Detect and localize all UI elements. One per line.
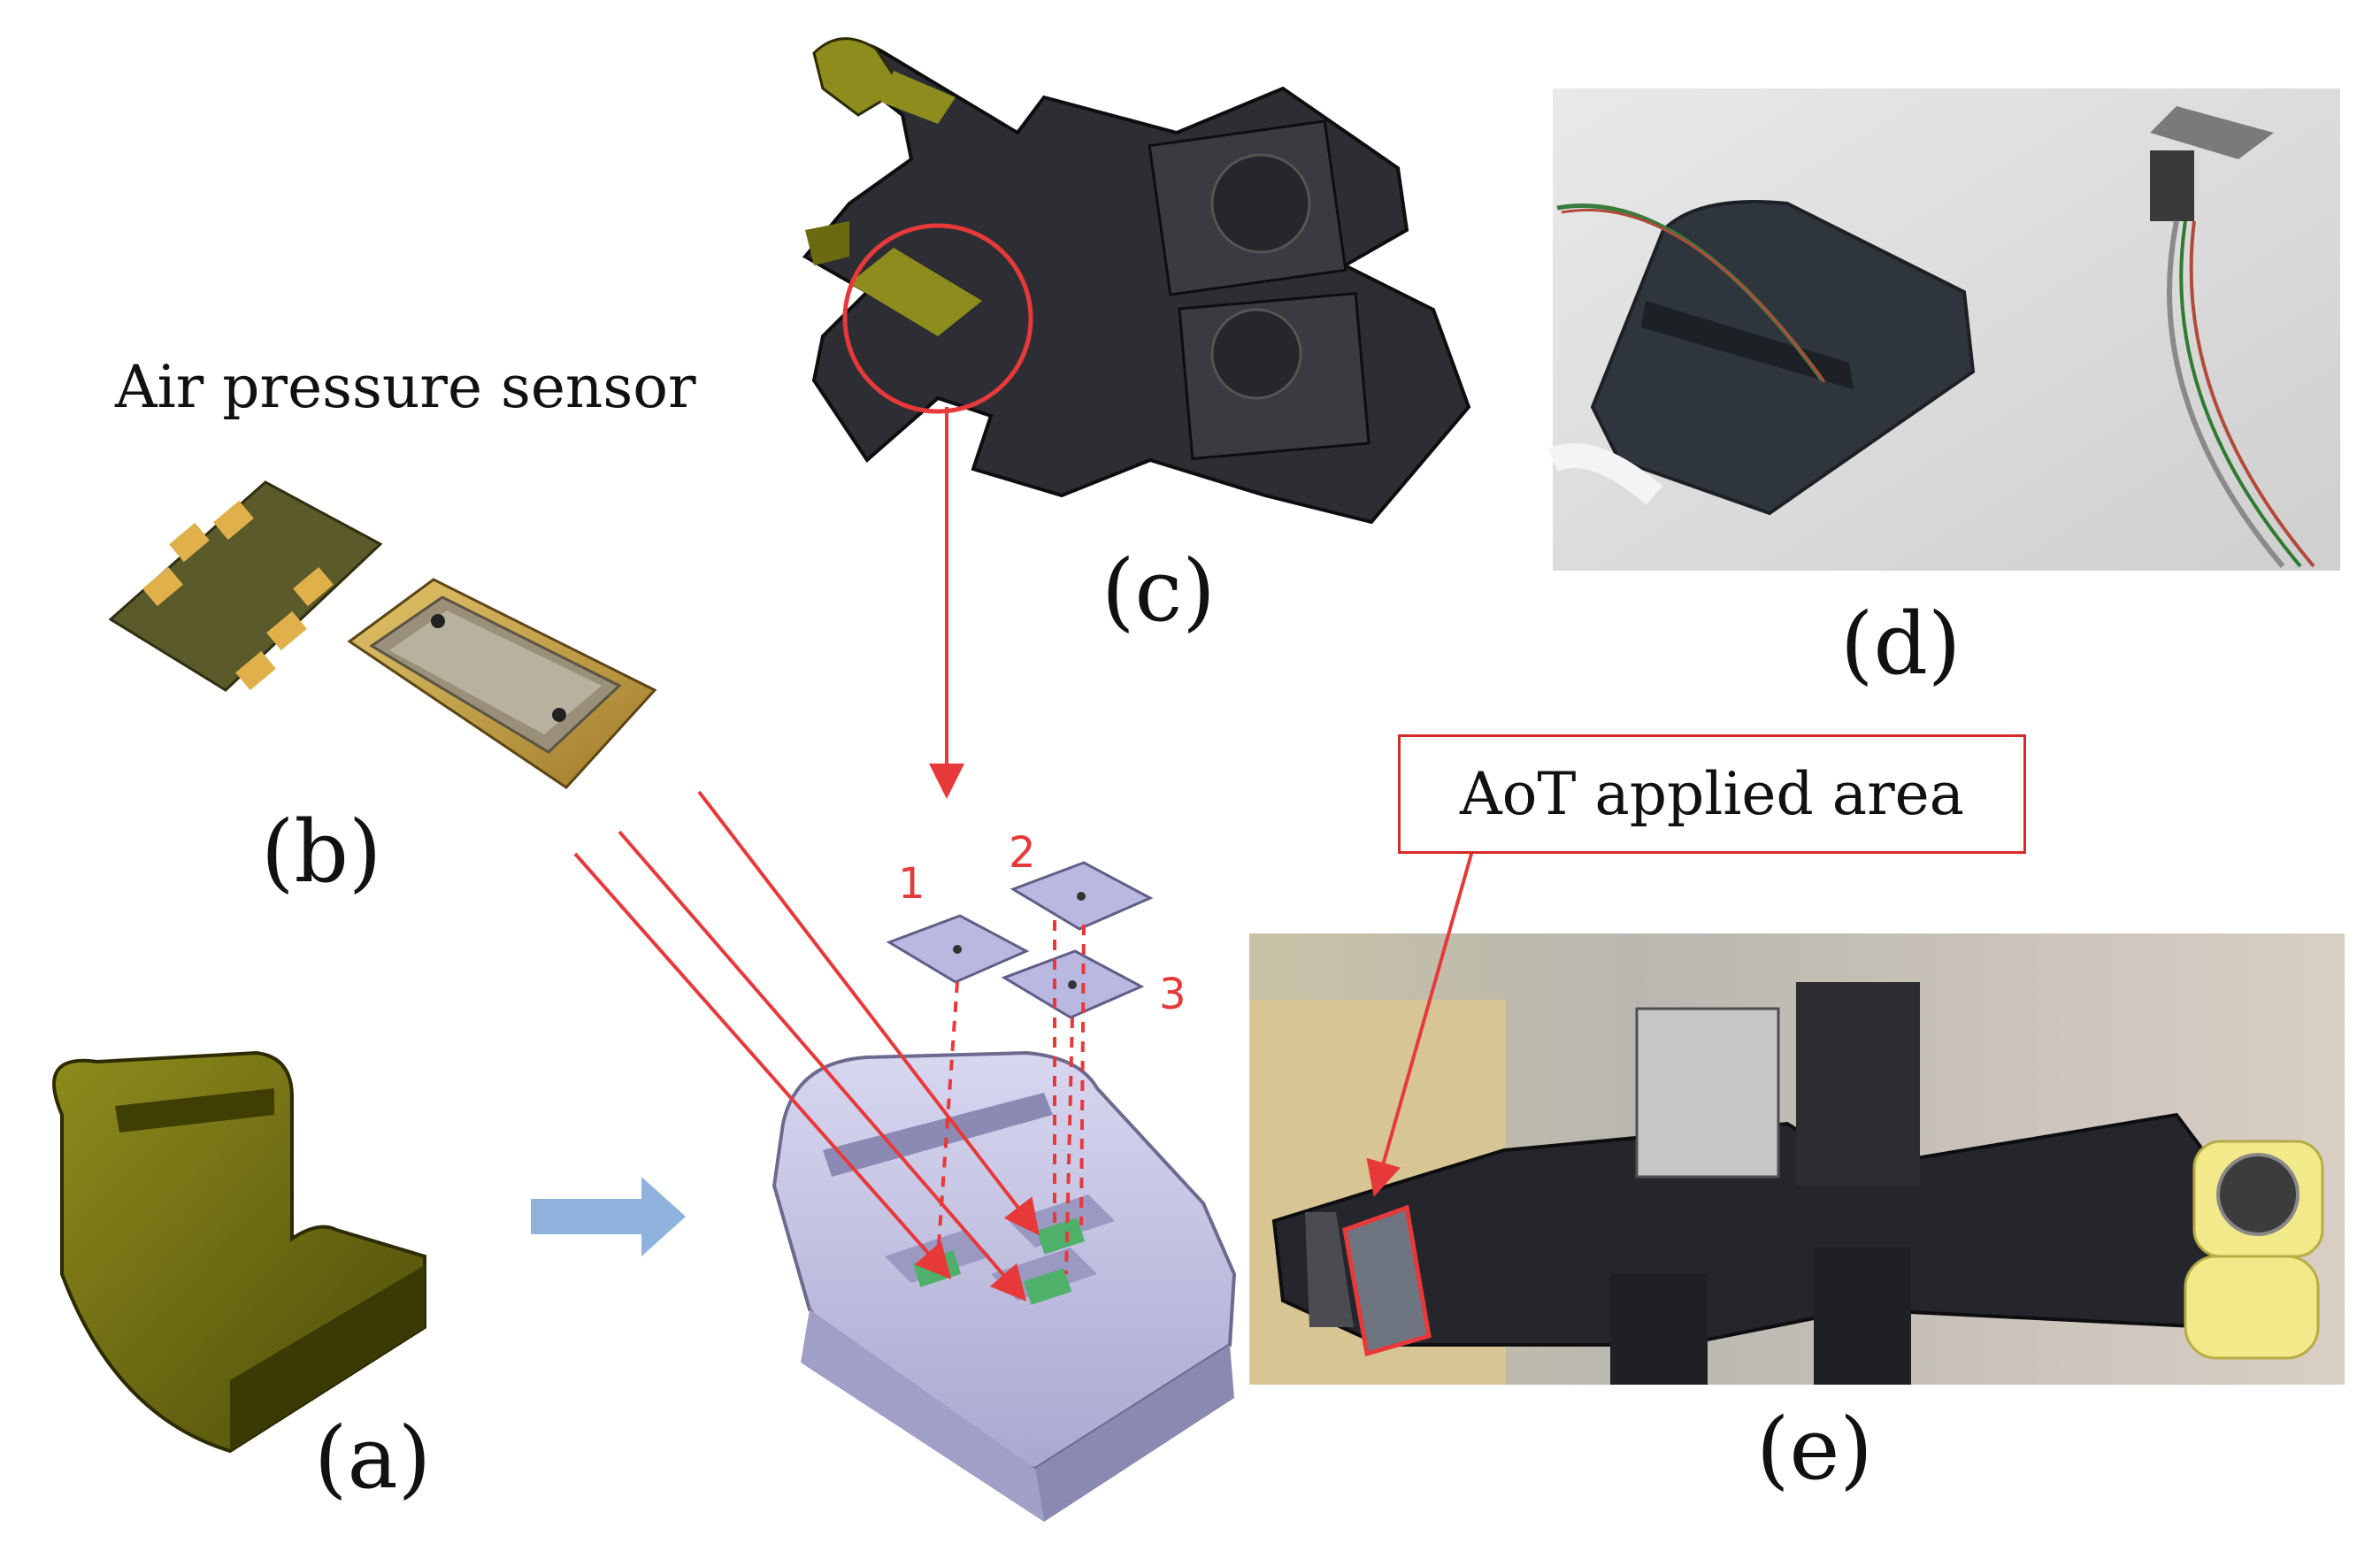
sensor-base-assembly (772, 1050, 1237, 1522)
sensor-photo-d (1547, 88, 2340, 571)
panel-label-d: (d) (1840, 595, 1962, 694)
air-pressure-sensor-title: Air pressure sensor (115, 353, 696, 421)
sensor-plate-2 (1010, 861, 1154, 931)
plate-number-1: 1 (898, 859, 925, 909)
panel-label-c: (c) (1102, 541, 1216, 641)
panel-label-a: (a) (314, 1409, 432, 1508)
plate-dashed-guides (936, 920, 1086, 1275)
flow-arrow (531, 1177, 686, 1256)
panel-label-b: (b) (261, 802, 382, 902)
sensor-plate-3 (1001, 949, 1145, 1019)
panel-label-e: (e) (1756, 1400, 1873, 1499)
aot-applied-area-callout: AoT applied area (1398, 734, 2026, 854)
pressure-sensor-chip-left (108, 480, 383, 692)
aot-pointer-line (1366, 847, 1475, 1197)
plate-number-3: 3 (1159, 970, 1186, 1019)
sensor-shell-olive (52, 1050, 426, 1454)
chip-arrows (573, 407, 1040, 1302)
pressure-sensor-chip-right (347, 578, 657, 789)
aot-applied-area-label: AoT applied area (1459, 760, 1965, 828)
sensor-plate-1 (886, 914, 1030, 984)
robot-photo-e (1249, 933, 2345, 1385)
robot-hand-cad (802, 37, 1471, 525)
plate-number-2: 2 (1009, 828, 1036, 878)
